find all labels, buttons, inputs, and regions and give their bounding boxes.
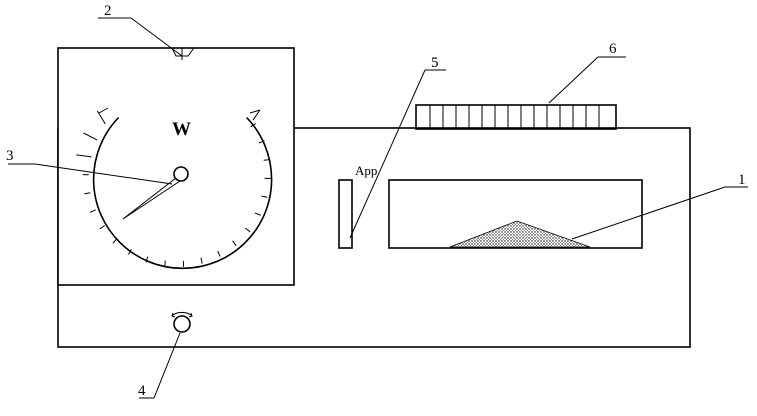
- dial-letter: W: [172, 119, 191, 140]
- callout-5: 5: [431, 55, 439, 71]
- needle-pivot: [173, 166, 189, 182]
- display-window: [388, 179, 643, 249]
- adjust-knob[interactable]: [171, 311, 193, 333]
- callout-2: 2: [104, 3, 112, 19]
- material-pile: [449, 220, 591, 248]
- callout-6: 6: [609, 41, 617, 57]
- narrow-slot: [338, 179, 353, 249]
- keypad-block: [415, 104, 617, 130]
- window-label: App: [355, 163, 377, 178]
- callout-1: 1: [738, 172, 746, 188]
- callout-3: 3: [6, 148, 14, 164]
- leaders: [8, 17, 748, 399]
- callout-4: 4: [138, 383, 146, 399]
- dial-ticks: [76, 107, 271, 267]
- dial-scale-arc: [92, 116, 273, 270]
- dial-panel: [57, 47, 295, 286]
